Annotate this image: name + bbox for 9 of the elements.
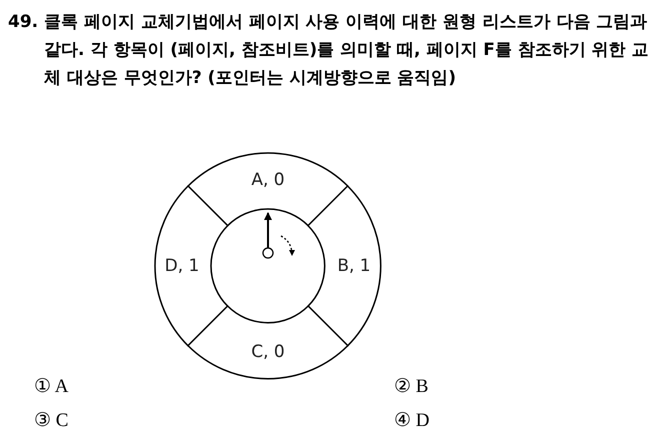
question-text: 49. 클록 페이지 교체기법에서 페이지 사용 이력에 대한 원형 리스트가 다음 그림과 같다. 각 항목이 (페이지, 참조비트)를 의미할 때, 페이지 F를 참조하기 위한 교체 대상은 무엇인가? (포인터는 시계방향으로 움직임) xyxy=(8,11,650,90)
segment-label: B, 1 xyxy=(337,256,371,276)
segment-label: C, 0 xyxy=(251,342,285,362)
answer-option: ③ C xyxy=(34,408,68,432)
segment-label: D, 1 xyxy=(164,256,200,276)
answer-option: ① A xyxy=(34,374,68,398)
segment-label: A, 0 xyxy=(251,170,285,190)
answer-option: ④ D xyxy=(394,408,430,432)
answer-option: ② B xyxy=(394,374,428,398)
